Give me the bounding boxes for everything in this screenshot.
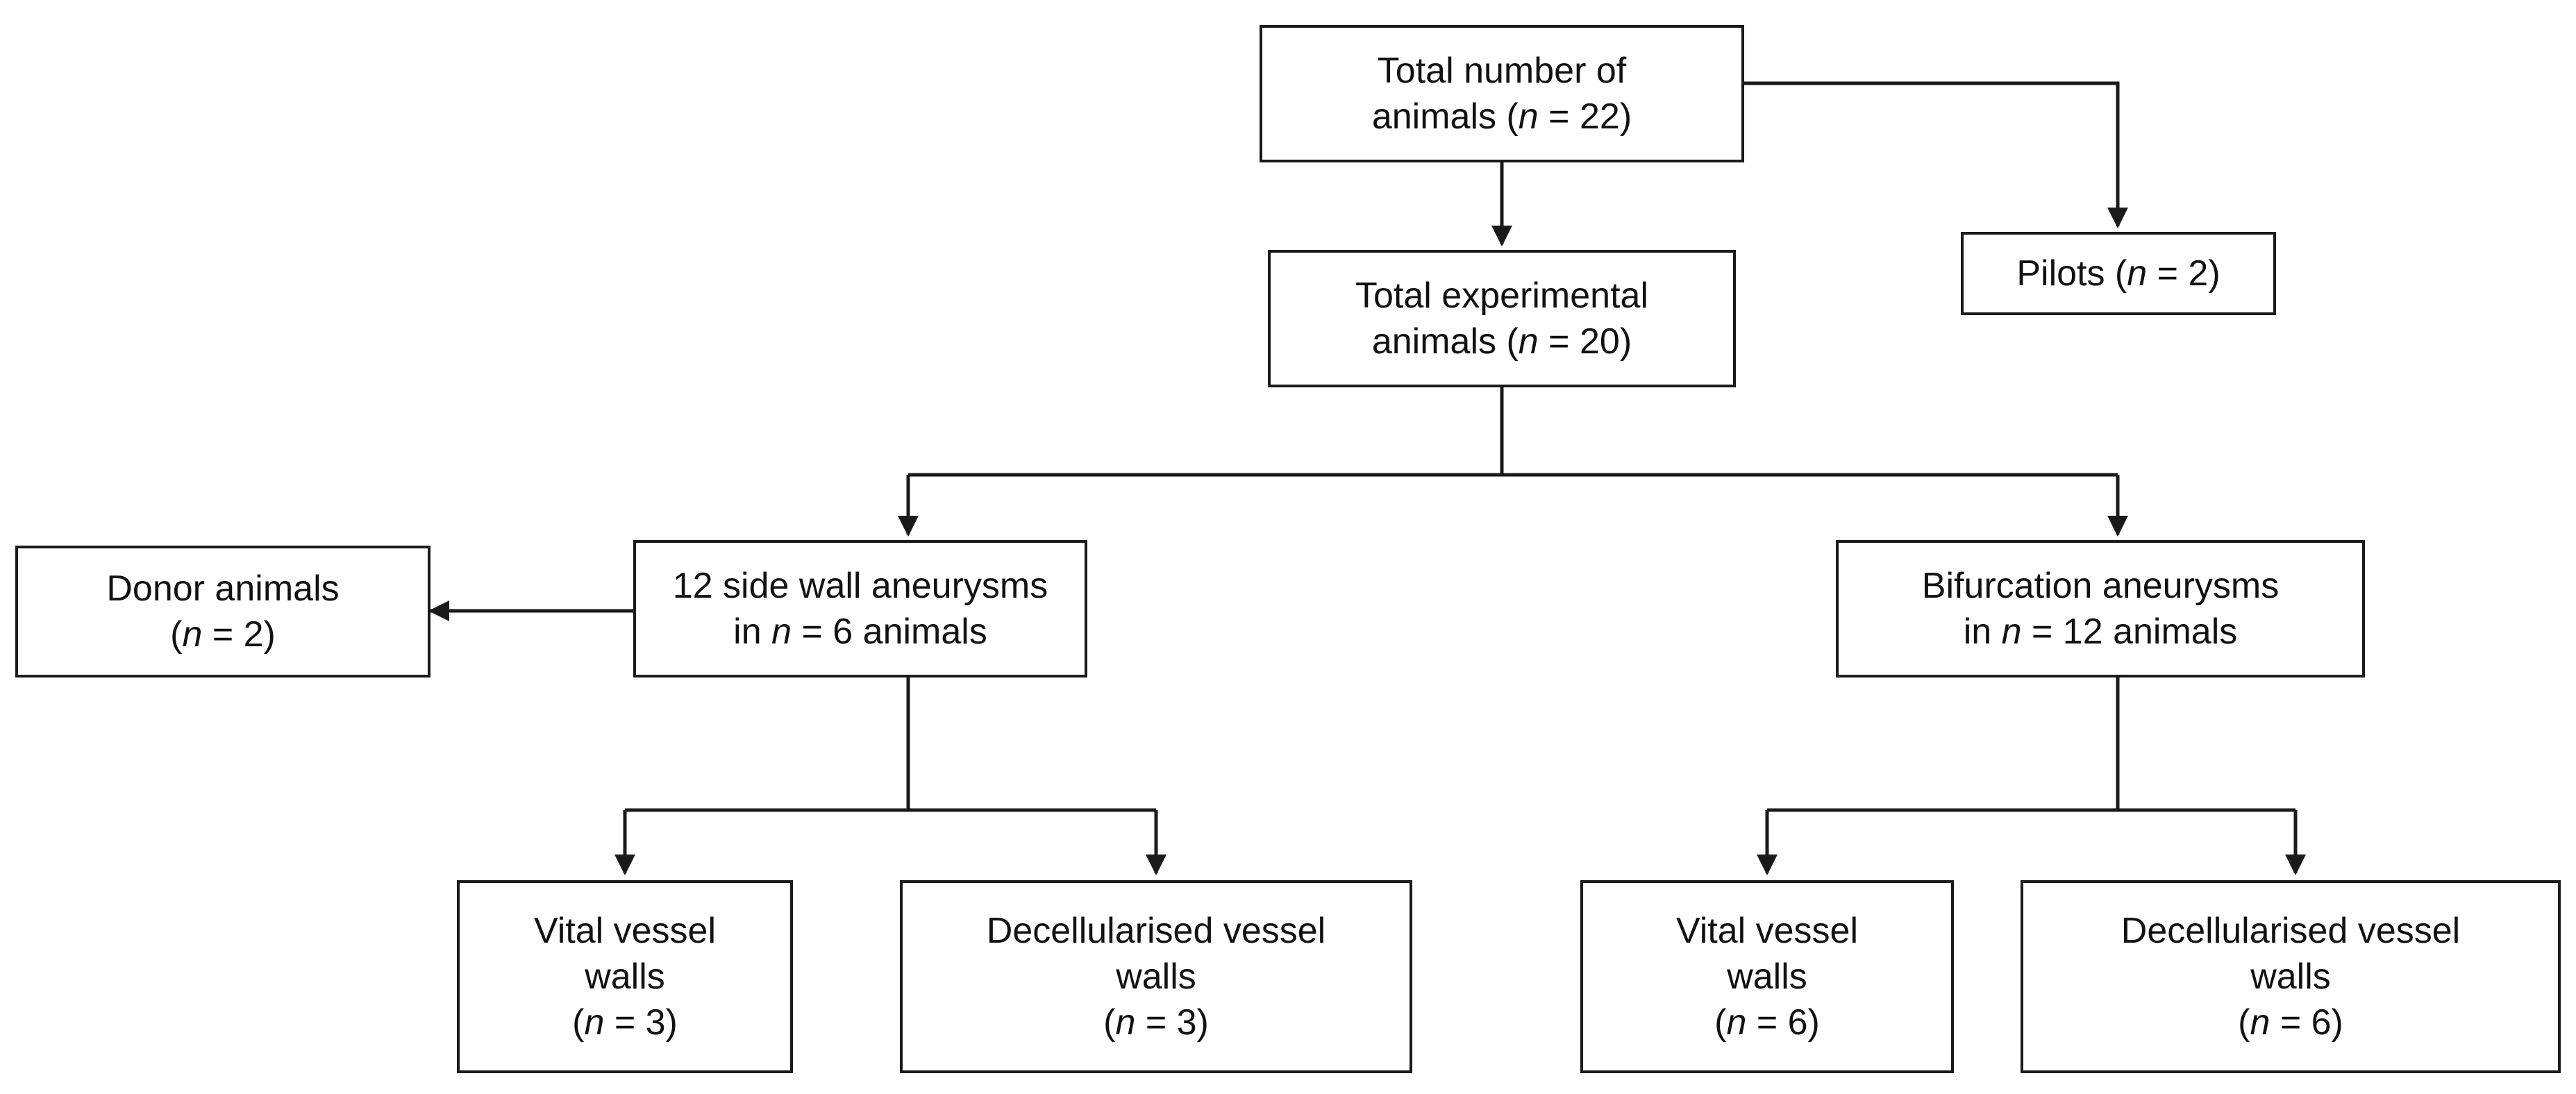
node-pilots-line1: Pilots (n = 2) [2016, 253, 2220, 294]
node-bifurcation: Bifurcation aneurysms in n = 12 animals [1836, 540, 2365, 678]
node-side-decell-line3: (n = 3) [1103, 1002, 1209, 1043]
node-side-decell: Decellularised vessel walls (n = 3) [900, 880, 1412, 1073]
node-side-wall-line1: 12 side wall aneurysms [672, 566, 1048, 606]
node-bif-decell-line2: walls [2250, 957, 2331, 997]
node-side-vital-line2: walls [585, 957, 665, 997]
node-side-wall-line2: in n = 6 animals [733, 612, 987, 652]
node-total-animals: Total number of animals (n = 22) [1260, 25, 1744, 162]
node-side-decell-line2: walls [1116, 957, 1196, 997]
node-bif-decell-line1: Decellularised vessel [2121, 911, 2461, 951]
node-pilots: Pilots (n = 2) [1961, 232, 2276, 315]
node-experimental-line1: Total experimental [1355, 276, 1648, 316]
edge-total-to-pilots [1744, 81, 2128, 228]
node-experimental-line2: animals (n = 20) [1371, 321, 1632, 362]
node-side-vital-line1: Vital vessel [533, 911, 717, 951]
node-total-animals-line2: animals (n = 22) [1371, 96, 1632, 137]
node-side-vital-line3: (n = 3) [572, 1002, 678, 1043]
node-bif-vital: Vital vessel walls (n = 6) [1580, 880, 1954, 1073]
node-donor: Donor animals (n = 2) [15, 546, 430, 678]
node-side-decell-line1: Decellularised vessel [986, 911, 1326, 951]
node-bif-decell-line3: (n = 6) [2238, 1002, 2343, 1043]
node-bif-vital-line3: (n = 6) [1714, 1002, 1820, 1043]
node-experimental: Total experimental animals (n = 20) [1268, 250, 1736, 387]
node-bifurcation-line1: Bifurcation aneurysms [1921, 566, 2280, 606]
node-donor-line2: (n = 2) [170, 614, 276, 655]
node-bif-vital-line2: walls [1727, 957, 1807, 997]
node-total-animals-line1: Total number of [1377, 51, 1627, 91]
node-bif-vital-line1: Vital vessel [1675, 911, 1859, 951]
node-bif-decell: Decellularised vessel walls (n = 6) [2021, 880, 2561, 1073]
node-donor-line1: Donor animals [106, 569, 340, 609]
node-side-vital: Vital vessel walls (n = 3) [457, 880, 793, 1073]
node-bifurcation-line2: in n = 12 animals [1963, 612, 2238, 652]
node-side-wall: 12 side wall aneurysms in n = 6 animals [633, 540, 1087, 678]
